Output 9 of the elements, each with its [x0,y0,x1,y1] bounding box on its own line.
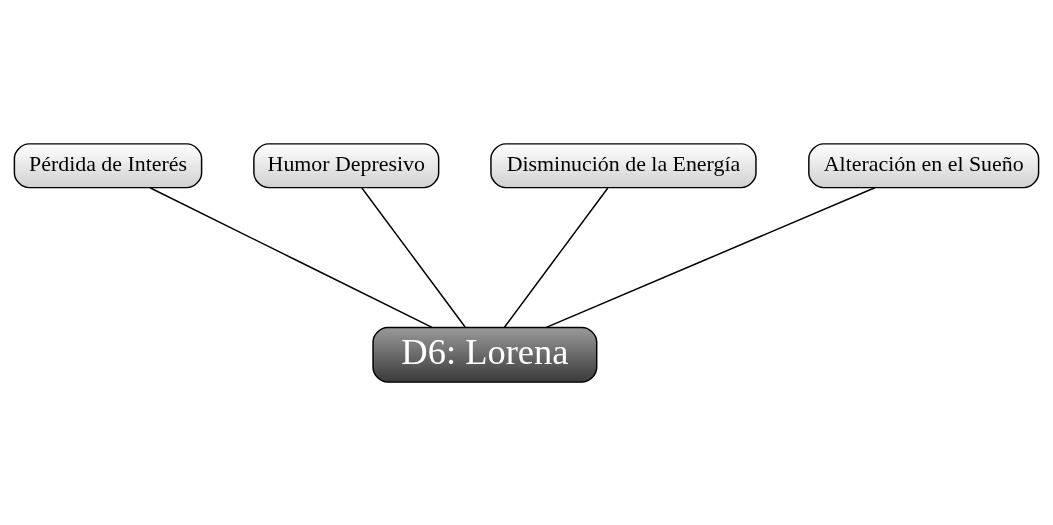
node-box: Disminución de la Energía [490,142,757,188]
connector [361,186,467,328]
connector [149,186,433,328]
node-box: Pérdida de Interés [13,142,203,188]
node-box: Alteración en el Sueño [808,142,1040,188]
connector [545,186,876,328]
node-box: D6: Lorena [372,326,598,383]
node-box: Humor Depresivo [253,142,440,188]
connector [503,186,609,328]
